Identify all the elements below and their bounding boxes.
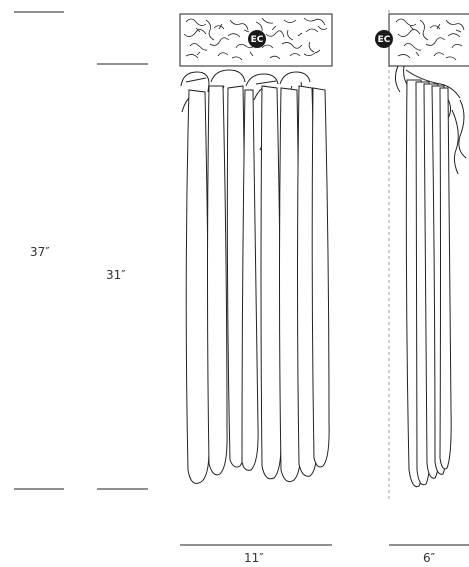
side-ec-label: EC [378, 35, 391, 45]
side-ec-badge: EC [375, 30, 393, 48]
fixture-height-label: 31″ [106, 268, 126, 282]
front-width-label: 11″ [244, 551, 264, 565]
overall-height-dimension: 37″ [14, 11, 64, 490]
side-depth-label: 6″ [423, 551, 436, 565]
overall-height-label: 37″ [30, 245, 50, 259]
front-mounting-plate [179, 13, 333, 67]
side-depth-dimension: 6″ [389, 544, 469, 565]
front-view: EC [179, 13, 333, 484]
front-ec-badge: EC [248, 30, 266, 48]
side-strands [405, 79, 452, 488]
front-strand-5 [260, 85, 282, 480]
front-strand-8 [311, 87, 330, 468]
front-width-dimension: 11″ [180, 544, 332, 565]
front-plate-texture [183, 17, 328, 61]
front-strands [185, 85, 330, 484]
front-strand-4 [241, 89, 259, 471]
fixture-height-dimension: 31″ [97, 63, 148, 490]
front-ec-label: EC [251, 35, 264, 45]
side-strand-5 [439, 87, 452, 470]
front-strand-1 [185, 89, 210, 484]
side-plate-texture [395, 18, 465, 61]
front-strand-2 [207, 85, 228, 476]
side-mounting-plate [388, 13, 469, 67]
side-view: EC [375, 10, 469, 500]
